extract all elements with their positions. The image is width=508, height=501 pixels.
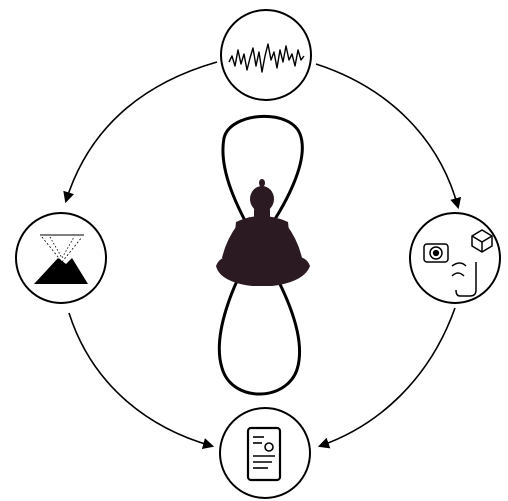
arrow-top-to-right [316, 64, 458, 207]
arrow-left-to-bottom [69, 313, 212, 446]
node-top [221, 10, 311, 100]
meditating-figure-icon [216, 179, 310, 286]
node-left [16, 213, 106, 303]
arrow-top-to-left [66, 62, 217, 201]
node-right [410, 213, 500, 303]
arrow-right-to-bottom [320, 308, 455, 446]
node-bottom [220, 408, 310, 498]
